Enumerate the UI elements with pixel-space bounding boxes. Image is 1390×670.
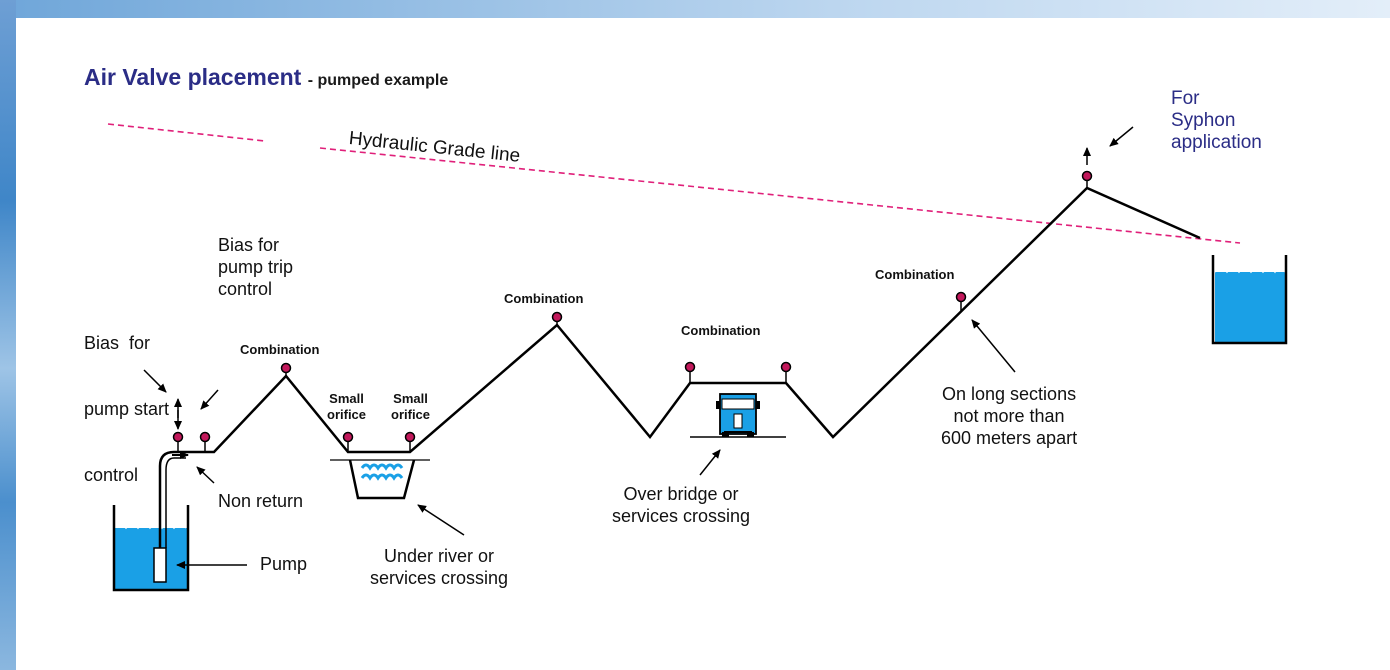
syphon-line-1: For xyxy=(1171,88,1200,109)
pump-label: Pump xyxy=(260,554,308,574)
small-orifice-1-line-1: Small xyxy=(329,391,364,406)
bias-trip-line-2: pump trip xyxy=(218,257,294,277)
long-sections-line-2: not more than xyxy=(953,406,1065,426)
small-orifice-label-1: Small orifice xyxy=(327,391,366,423)
destination-tank xyxy=(1211,255,1288,345)
small-orifice-2-line-1: Small xyxy=(393,391,428,406)
long-sections-line-1: On long sections xyxy=(942,384,1077,404)
bias-trip-label: Bias for pump trip control xyxy=(218,234,293,300)
long-sections-line-3: 600 meters apart xyxy=(941,428,1078,448)
background-left-band xyxy=(0,0,16,670)
non-return-label: Non return xyxy=(218,491,304,511)
hydraulic-grade-line xyxy=(107,123,1241,244)
title-sub: - pumped example xyxy=(307,72,449,89)
bias-start-line-1: Bias for xyxy=(84,333,151,353)
small-orifice-1-line-2: orifice xyxy=(327,407,367,422)
combination-label-1: Combination xyxy=(240,342,320,357)
small-orifice-label-2: Small orifice xyxy=(391,391,430,423)
river-crossing-icon xyxy=(330,459,430,500)
over-bridge-line-1: Over bridge or xyxy=(623,484,739,504)
pipeline xyxy=(158,186,1201,548)
background-top-band xyxy=(0,0,1390,18)
under-river-line-2: services crossing xyxy=(370,568,509,588)
combination-label-3: Combination xyxy=(681,323,761,338)
under-river-label: Under river or services crossing xyxy=(370,545,508,589)
long-sections-label: On long sections not more than 600 meter… xyxy=(941,383,1077,449)
bias-start-label: Bias for pump start control xyxy=(84,288,169,508)
title-main: Air Valve placement xyxy=(84,64,302,90)
bias-start-line-2: pump start xyxy=(84,399,170,419)
combination-label-2: Combination xyxy=(504,291,584,306)
bias-trip-line-3: control xyxy=(218,279,273,299)
over-bridge-label: Over bridge or services crossing xyxy=(612,483,750,527)
pointer-arrows xyxy=(143,126,1134,569)
air-valves xyxy=(172,170,1093,452)
syphon-line-3: application xyxy=(1171,132,1262,153)
syphon-label: For Syphon application xyxy=(1171,88,1262,154)
combination-label-4: Combination xyxy=(875,267,955,282)
source-tank xyxy=(112,505,190,592)
small-orifice-2-line-2: orifice xyxy=(391,407,431,422)
diagram-panel xyxy=(16,18,1390,670)
bias-start-line-3: control xyxy=(84,465,139,485)
over-bridge-line-2: services crossing xyxy=(612,506,751,526)
diagram-title: Air Valve placement - pumped example xyxy=(84,64,448,91)
pump-icon xyxy=(153,547,167,583)
bias-trip-line-1: Bias for xyxy=(218,235,280,255)
bridge-crossing-icon xyxy=(690,393,786,438)
under-river-line-1: Under river or xyxy=(384,546,495,566)
syphon-line-2: Syphon xyxy=(1171,110,1236,131)
